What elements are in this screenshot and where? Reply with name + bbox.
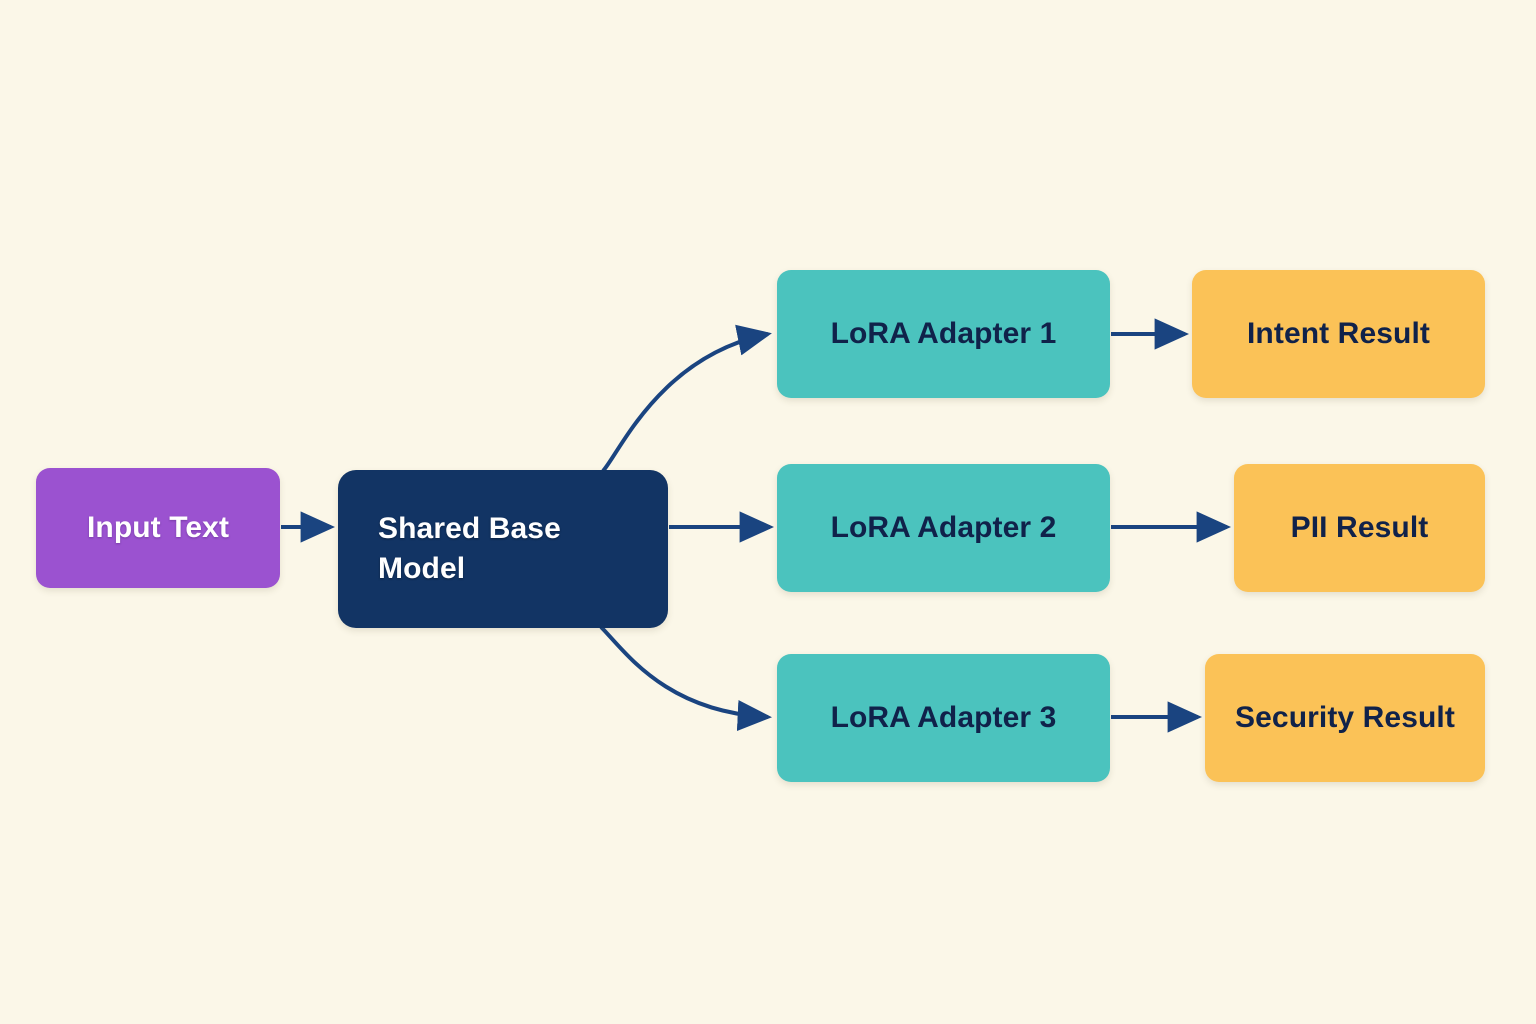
node-security-result-label: Security Result xyxy=(1235,701,1455,735)
node-input-text[interactable]: Input Text xyxy=(36,468,280,588)
node-pii-result[interactable]: PII Result xyxy=(1234,464,1485,592)
node-lora-adapter-2-label: LoRA Adapter 2 xyxy=(830,511,1057,545)
node-shared-base-model-label: Shared Base Model xyxy=(378,512,561,585)
node-lora-adapter-3-label: LoRA Adapter 3 xyxy=(830,701,1057,735)
node-pii-result-label: PII Result xyxy=(1290,511,1429,545)
node-lora-adapter-3[interactable]: LoRA Adapter 3 xyxy=(777,654,1110,782)
node-shared-base-model[interactable]: Shared Base Model xyxy=(338,470,668,628)
edge-base-to-adapter-3 xyxy=(599,625,772,732)
node-lora-adapter-1-label: LoRA Adapter 1 xyxy=(830,317,1057,351)
node-input-text-label: Input Text xyxy=(86,511,230,545)
node-intent-result-label: Intent Result xyxy=(1247,317,1430,351)
node-security-result[interactable]: Security Result xyxy=(1205,654,1485,782)
node-lora-adapter-1[interactable]: LoRA Adapter 1 xyxy=(777,270,1110,398)
node-lora-adapter-2[interactable]: LoRA Adapter 2 xyxy=(777,464,1110,592)
edge-base-to-adapter-1 xyxy=(601,324,772,473)
node-intent-result[interactable]: Intent Result xyxy=(1192,270,1485,398)
